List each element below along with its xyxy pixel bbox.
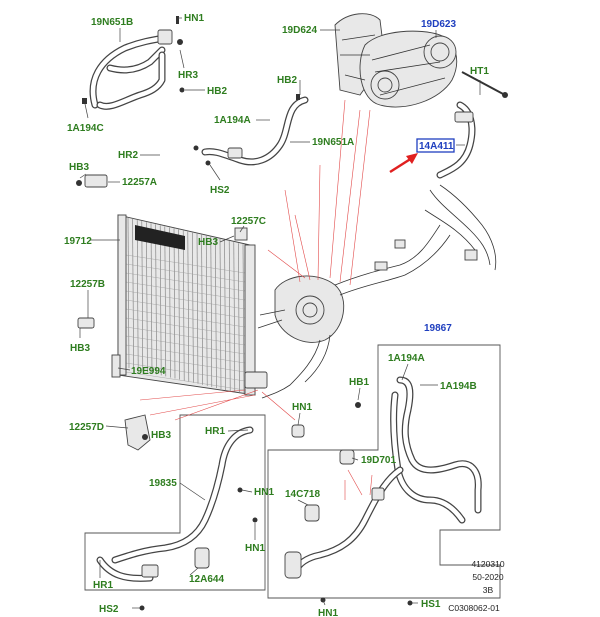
label-1a194b: 1A194B bbox=[440, 381, 477, 392]
label-hr1-bottom: HR1 bbox=[93, 580, 113, 591]
label-12257d: 12257D bbox=[69, 422, 104, 433]
bracket-12257d bbox=[124, 414, 151, 451]
label-1a194a-top: 1A194A bbox=[214, 115, 251, 126]
part-labels: HN1 19N651B HR3 HB2 1A194C 19D624 19D623… bbox=[64, 13, 489, 617]
label-hb2-mid: HB2 bbox=[277, 75, 297, 86]
clip-hn1-center bbox=[291, 424, 305, 438]
ref-line-2: 50-2020 bbox=[472, 572, 503, 582]
label-19n651b: 19N651B bbox=[91, 17, 133, 28]
label-12257b: 12257B bbox=[70, 279, 105, 290]
assembly-19835 bbox=[84, 414, 266, 611]
label-19867: 19867 bbox=[424, 323, 452, 334]
label-hb3-top: HB3 bbox=[69, 162, 89, 173]
label-hb3-low: HB3 bbox=[151, 430, 171, 441]
label-19n651a: 19N651A bbox=[312, 137, 354, 148]
hose-19n651a bbox=[193, 94, 309, 166]
label-12257a: 12257A bbox=[122, 177, 157, 188]
label-19d623: 19D623 bbox=[421, 19, 456, 30]
bracket-12257a bbox=[76, 174, 108, 188]
red-arrow-14a411 bbox=[389, 153, 418, 174]
ref-line-1: 4120310 bbox=[471, 559, 504, 569]
label-1a194c: 1A194C bbox=[67, 123, 104, 134]
highlight-box-14a411 bbox=[416, 138, 455, 153]
label-hs2-bottom: HS2 bbox=[99, 604, 119, 615]
label-leaders bbox=[79, 17, 481, 609]
label-19e994: 19E994 bbox=[131, 366, 166, 377]
compressor-19d623 bbox=[334, 13, 458, 108]
label-19712: 19712 bbox=[64, 236, 92, 247]
ref-line-3: 3B bbox=[483, 585, 494, 595]
suction-line-14a411 bbox=[436, 71, 508, 179]
label-hs2-top: HS2 bbox=[210, 185, 230, 196]
label-12a644: 12A644 bbox=[189, 574, 224, 585]
condenser-19712 bbox=[77, 214, 268, 396]
label-hb2-top: HB2 bbox=[207, 86, 227, 97]
label-1a194a-right: 1A194A bbox=[388, 353, 425, 364]
label-19d624: 19D624 bbox=[282, 25, 317, 36]
label-hn1-bottom-left: HN1 bbox=[245, 543, 265, 554]
assembly-19867 bbox=[267, 344, 501, 606]
red-leader-lines bbox=[139, 99, 373, 500]
label-hr3: HR3 bbox=[178, 70, 198, 81]
label-14a411[interactable]: 14A411 bbox=[419, 141, 454, 152]
label-14c718: 14C718 bbox=[285, 489, 320, 500]
label-hn1-bottom: HN1 bbox=[318, 608, 338, 617]
label-hn1-low: HN1 bbox=[254, 487, 274, 498]
label-hb3-left: HB3 bbox=[70, 343, 90, 354]
ref-line-4: C0308062-01 bbox=[448, 603, 500, 613]
label-19835: 19835 bbox=[149, 478, 177, 489]
reference-codes: 4120310 50-2020 3B C0308062-01 bbox=[448, 559, 505, 613]
label-hn1-center: HN1 bbox=[292, 402, 312, 413]
label-12257c: 12257C bbox=[231, 216, 266, 227]
label-hs1: HS1 bbox=[421, 599, 441, 610]
label-ht1: HT1 bbox=[470, 66, 489, 77]
label-hn1-top: HN1 bbox=[184, 13, 204, 24]
center-harness bbox=[257, 184, 497, 399]
label-hr2: HR2 bbox=[118, 150, 138, 161]
label-hb3-mid: HB3 bbox=[198, 237, 218, 248]
label-hb1: HB1 bbox=[349, 377, 369, 388]
label-hr1-top: HR1 bbox=[205, 426, 225, 437]
hose-19n651b bbox=[82, 16, 185, 110]
label-19d701: 19D701 bbox=[361, 455, 396, 466]
